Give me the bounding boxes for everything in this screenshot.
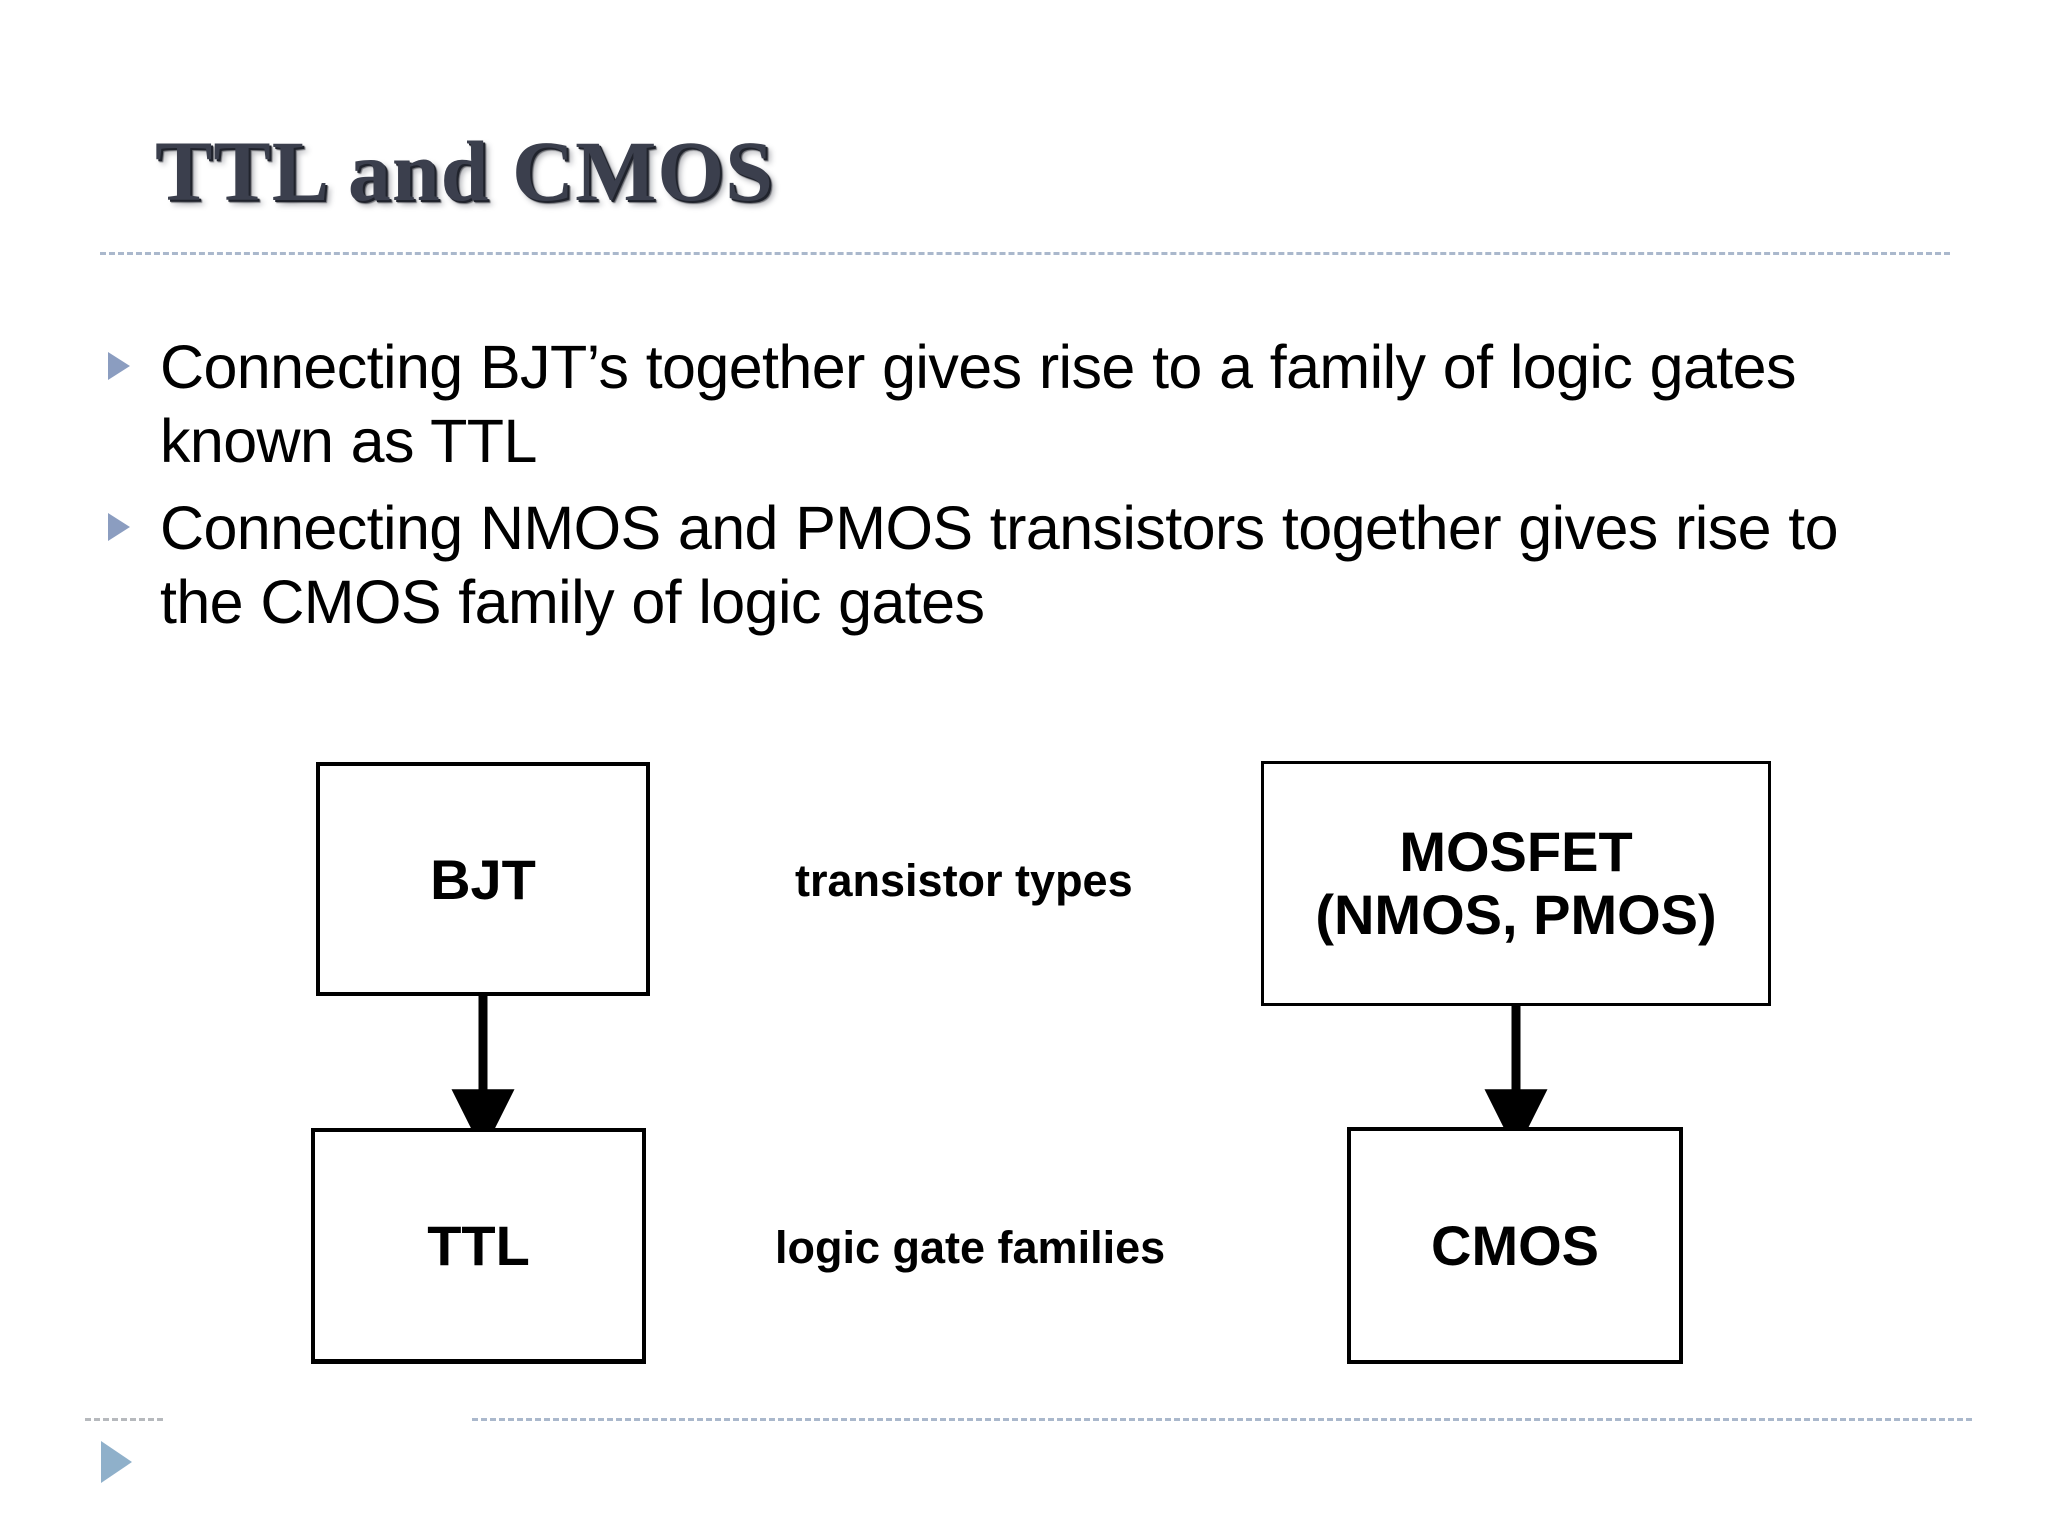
list-item: Connecting BJT’s together gives rise to …	[108, 330, 1908, 479]
diagram-box-label-line1: MOSFET	[1399, 819, 1633, 883]
bullet-list: Connecting BJT’s together gives rise to …	[108, 330, 1908, 652]
diagram-box-label: BJT	[430, 847, 536, 911]
diagram-box-label: TTL	[427, 1214, 530, 1277]
diagram-box-ttl[interactable]: TTL	[311, 1128, 646, 1364]
footer-divider-right	[472, 1418, 1972, 1421]
bullet-text: Connecting BJT’s together gives rise to …	[160, 333, 1796, 476]
footer-divider-left	[85, 1418, 163, 1421]
diagram-box-label: CMOS	[1431, 1214, 1599, 1277]
diagram-box-cmos[interactable]: CMOS	[1347, 1127, 1683, 1364]
diagram-row-label-transistor-types: transistor types	[795, 855, 1133, 906]
bullet-marker	[108, 491, 160, 541]
play-triangle-icon[interactable]	[101, 1441, 132, 1483]
diagram-box-bjt[interactable]: BJT	[316, 762, 650, 996]
triangle-bullet-icon	[108, 512, 130, 541]
triangle-bullet-icon	[108, 352, 130, 380]
page-title: TTL and CMOS	[155, 123, 774, 219]
diagram-box-label: MOSFET (NMOS, PMOS)	[1315, 819, 1717, 946]
diagram-box-label-line2: (NMOS, PMOS)	[1315, 882, 1717, 946]
diagram-box-mosfet[interactable]: MOSFET (NMOS, PMOS)	[1261, 761, 1771, 1006]
title-divider	[100, 252, 1950, 255]
bullet-marker	[108, 330, 160, 380]
bullet-text: Connecting NMOS and PMOS transistors tog…	[160, 493, 1839, 637]
list-item: Connecting NMOS and PMOS transistors tog…	[108, 491, 1908, 640]
diagram-row-label-logic-gate-families: logic gate families	[775, 1222, 1166, 1273]
